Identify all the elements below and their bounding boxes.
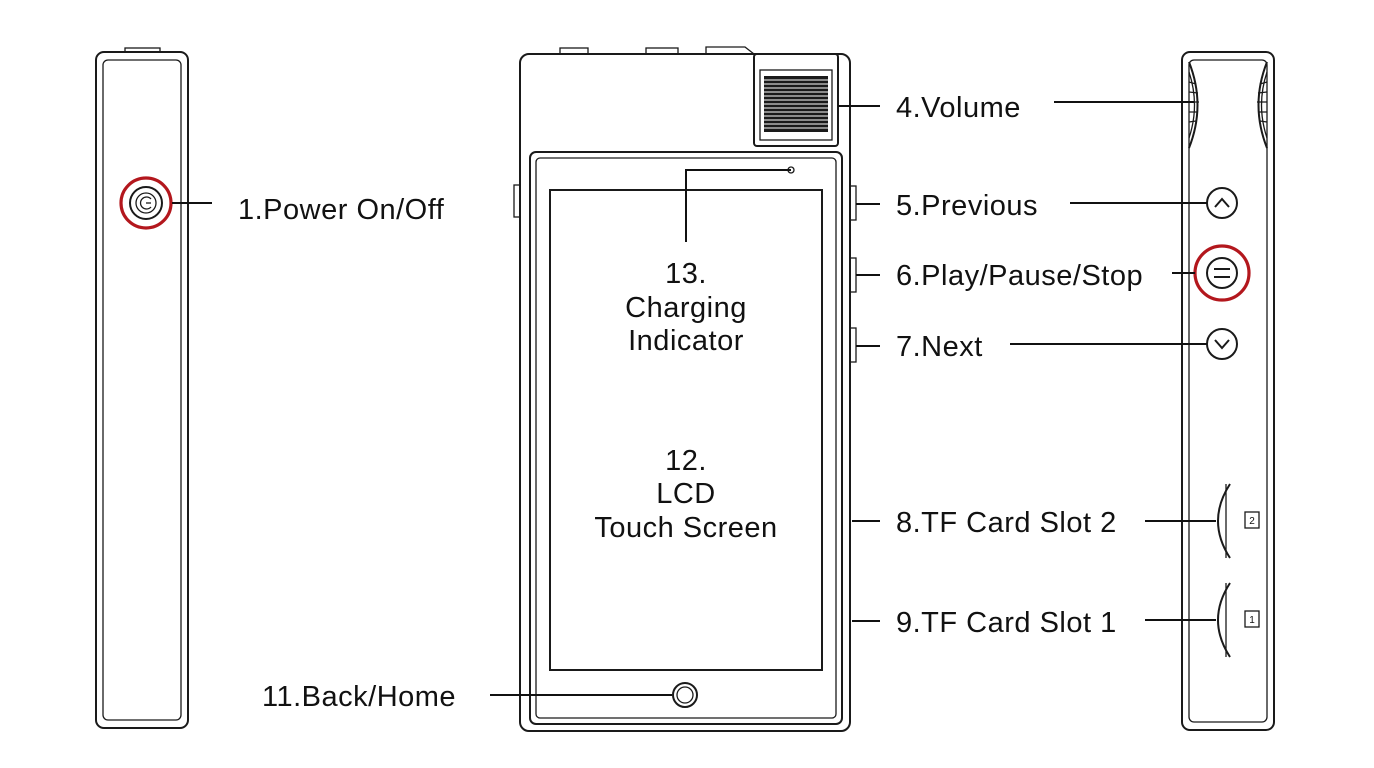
power-icon — [119, 176, 173, 230]
label-tf2: 8.TF Card Slot 2 — [896, 507, 1117, 539]
label-charging-title: Charging — [625, 292, 747, 324]
label-power: 1.Power On/Off — [238, 194, 445, 226]
label-charging-subtitle: Indicator — [628, 325, 744, 357]
label-next: 7.Next — [896, 331, 983, 363]
label-previous: 5.Previous — [896, 190, 1038, 222]
tf-card-slot-1[interactable]: 1 — [1217, 582, 1260, 658]
right-side-view: 2 1 — [1010, 51, 1275, 731]
previous-icon[interactable] — [1206, 187, 1238, 219]
play-pause-stop-icon[interactable] — [1193, 244, 1251, 302]
front-view — [490, 46, 880, 732]
label-lcd-title: LCD — [656, 478, 716, 510]
charging-leader — [685, 169, 791, 242]
volume-knob — [764, 76, 828, 132]
home-button-icon[interactable] — [672, 682, 698, 708]
label-tf1: 9.TF Card Slot 1 — [896, 607, 1117, 639]
label-lcd-subtitle: Touch Screen — [594, 512, 777, 544]
left-side-view — [95, 47, 212, 729]
next-icon[interactable] — [1206, 328, 1238, 360]
label-play: 6.Play/Pause/Stop — [896, 260, 1143, 292]
label-charging-number: 13. — [665, 258, 707, 290]
label-back: 11.Back/Home — [262, 681, 456, 713]
tf-card-slot-2[interactable]: 2 — [1217, 483, 1260, 559]
label-volume: 4.Volume — [896, 92, 1021, 124]
volume-wheel-side — [1188, 61, 1268, 149]
svg-text:2: 2 — [1249, 516, 1255, 527]
svg-text:1: 1 — [1249, 615, 1255, 626]
label-lcd-number: 12. — [665, 445, 707, 477]
